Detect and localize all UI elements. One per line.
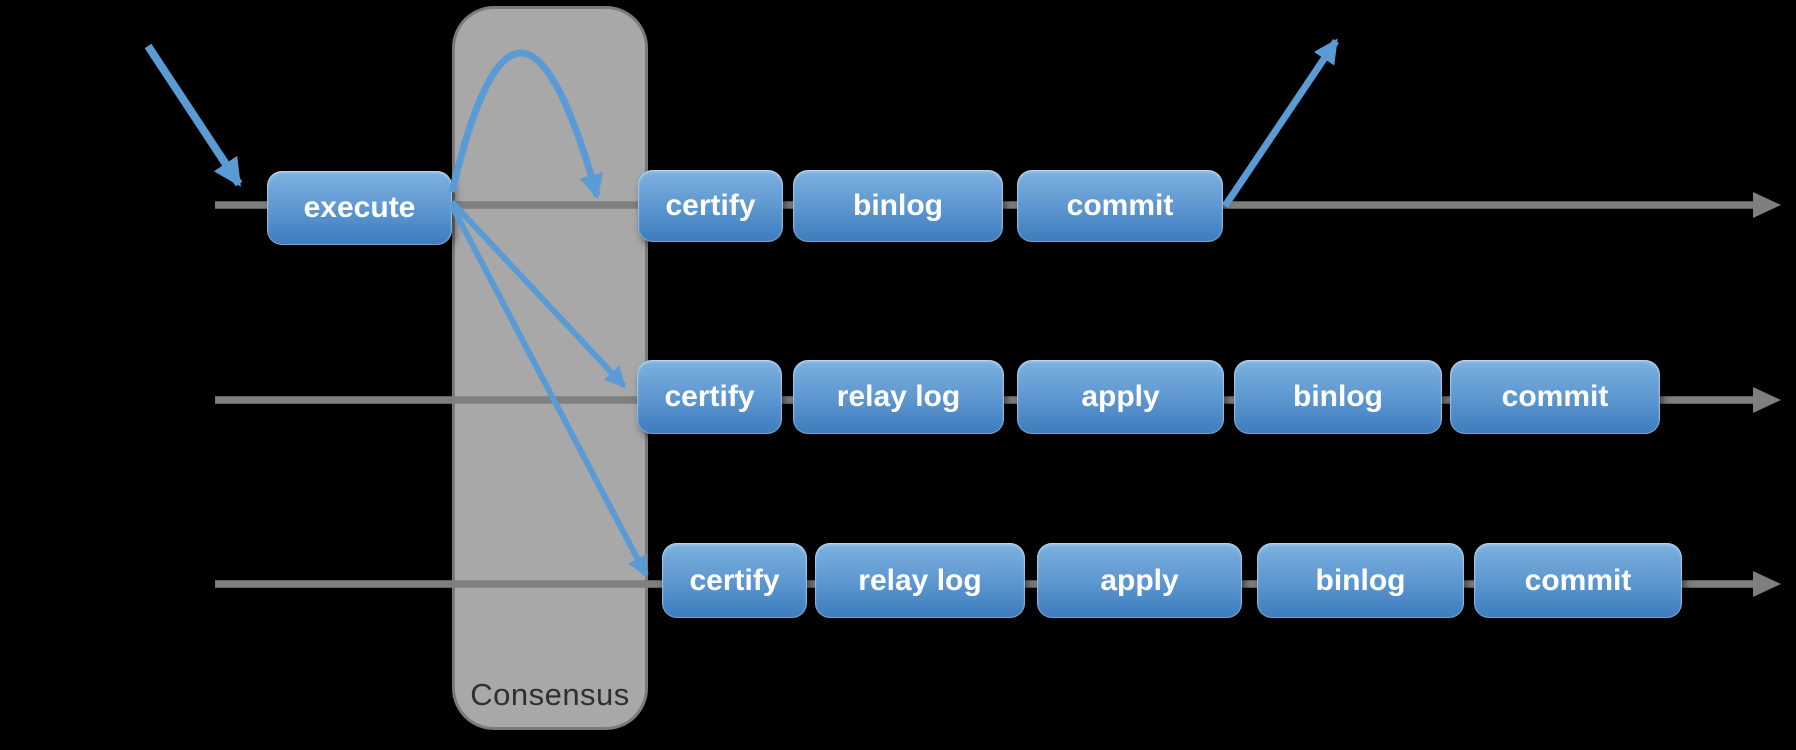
client-response-out-arrow-icon — [1222, 38, 1339, 208]
box-certify-row3: certify — [662, 543, 807, 618]
timeline-row1-arrowhead-icon — [1753, 192, 1781, 218]
box-certify-row2: certify — [637, 360, 782, 434]
box-relaylog-row3: relay log — [815, 543, 1025, 618]
box-binlog-row3: binlog — [1257, 543, 1464, 618]
timeline-row3-arrowhead-icon — [1753, 571, 1781, 597]
box-relaylog-row2: relay log — [793, 360, 1004, 434]
client-request-in-arrow-icon — [144, 43, 243, 187]
box-execute-row1: execute — [267, 171, 452, 245]
box-binlog-row1: binlog — [793, 170, 1003, 242]
box-apply-row2: apply — [1017, 360, 1224, 434]
consensus-label: Consensus — [470, 677, 630, 712]
consensus-box: Consensus — [452, 6, 648, 730]
box-apply-row3: apply — [1037, 543, 1242, 618]
box-commit-row3: commit — [1474, 543, 1682, 618]
timeline-row2-arrowhead-icon — [1753, 387, 1781, 413]
box-binlog-row2: binlog — [1234, 360, 1442, 434]
box-commit-row2: commit — [1450, 360, 1660, 434]
box-commit-row1: commit — [1017, 170, 1223, 242]
box-certify-row1: certify — [638, 170, 783, 242]
